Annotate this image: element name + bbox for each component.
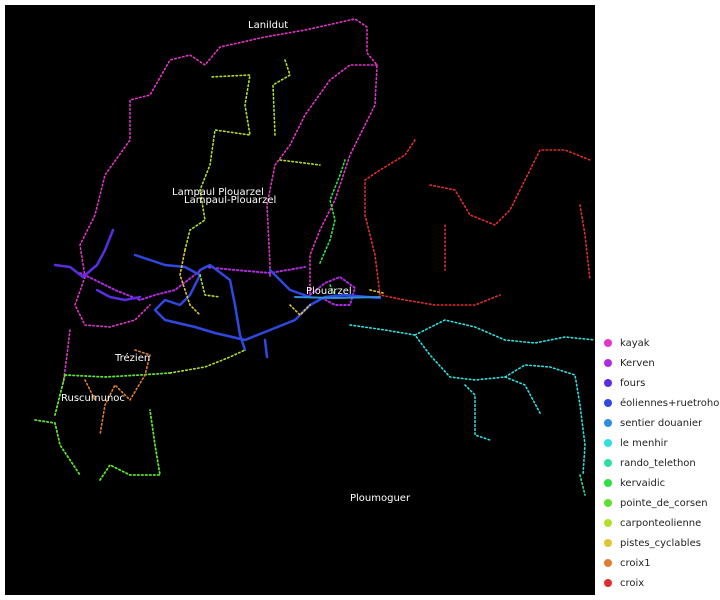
- track-rando-telethon: [579, 474, 586, 496]
- place-label: Ploumoguer: [350, 493, 411, 504]
- track-segment: [74, 276, 151, 328]
- place-label: Lampaul-Plouarzel: [184, 195, 277, 206]
- legend-item[interactable]: carponteolienne: [604, 513, 720, 533]
- legend-item[interactable]: sentier douanier: [604, 413, 720, 433]
- track-le-menhir: [349, 319, 595, 476]
- track-segment: [95, 288, 142, 302]
- track-fours: [53, 228, 142, 302]
- track-segment: [99, 349, 151, 436]
- legend-item[interactable]: croix1: [604, 553, 720, 573]
- legend-item[interactable]: éoliennes+ruetrohoa: [604, 393, 720, 413]
- track-segment: [79, 266, 306, 301]
- legend-marker-icon: [604, 539, 612, 547]
- track-segment: [319, 159, 346, 264]
- track-segment: [504, 376, 541, 414]
- track-segment: [199, 274, 221, 298]
- legend-marker-icon: [604, 339, 612, 347]
- track-segment: [329, 284, 336, 296]
- place-label: Lampaul Plouarzel: [172, 187, 264, 198]
- track-segment: [184, 74, 251, 251]
- track-segment: [429, 149, 591, 226]
- track-segment: [53, 228, 115, 279]
- legend-marker-icon: [604, 519, 612, 527]
- legend-marker-icon: [604, 579, 612, 587]
- track-segment: [34, 419, 81, 476]
- legend-marker-icon: [604, 399, 612, 407]
- track-segment: [198, 263, 247, 352]
- track-segment: [266, 64, 378, 278]
- place-label: Plouarzel: [306, 286, 352, 297]
- track-segment: [169, 349, 246, 374]
- legend-item[interactable]: kayak: [604, 333, 720, 353]
- legend-item[interactable]: Kerven: [604, 353, 720, 373]
- track-segment: [272, 59, 291, 136]
- legend-item[interactable]: le menhir: [604, 433, 720, 453]
- legend-item[interactable]: pointe_de_corsen: [604, 493, 720, 513]
- track-segment: [289, 304, 311, 316]
- track-kervaidic: [319, 159, 346, 296]
- legend-marker-icon: [604, 459, 612, 467]
- legend-marker-icon: [604, 499, 612, 507]
- track-sentier-douanier: [294, 296, 381, 299]
- track-carponteolienne: [169, 59, 321, 374]
- track-segment: [99, 409, 161, 481]
- track-segment: [364, 139, 501, 306]
- track-segment: [279, 159, 321, 166]
- track-segment: [414, 319, 595, 344]
- legend-marker-icon: [604, 419, 612, 427]
- track-segment: [84, 379, 96, 401]
- track-segment: [179, 249, 201, 316]
- place-label: Ruscumunoc: [61, 393, 125, 404]
- track-segment: [64, 372, 171, 378]
- track-kerven: [79, 266, 356, 306]
- legend-marker-icon: [604, 359, 612, 367]
- legend-marker-icon: [604, 439, 612, 447]
- place-label: Lanildut: [248, 20, 289, 31]
- legend-marker-icon: [604, 479, 612, 487]
- legend-item[interactable]: pistes_cyclables: [604, 533, 720, 553]
- map-canvas[interactable]: Lanildut Lampaul Plouarzel Lampaul-Ploua…: [5, 5, 595, 595]
- track-pistes-cyclables: [179, 249, 384, 316]
- track-segment: [133, 253, 382, 342]
- legend-marker-icon: [604, 559, 612, 567]
- legend-marker-icon: [604, 379, 612, 387]
- track-segment: [54, 374, 66, 416]
- track-segment: [294, 296, 381, 299]
- legend-item[interactable]: kervaidic: [604, 473, 720, 493]
- track-segment: [309, 276, 356, 306]
- track-segment: [349, 324, 586, 476]
- place-label: Trézien: [115, 353, 151, 364]
- track-segment: [268, 268, 312, 299]
- track-segment: [263, 338, 269, 359]
- legend-item[interactable]: rando_telethon: [604, 453, 720, 473]
- track-pointe-de-corsen: [34, 372, 171, 481]
- track-croix1: [84, 349, 151, 436]
- tracks-layer: [34, 18, 595, 496]
- track-segment: [579, 474, 586, 496]
- track-segment: [79, 18, 378, 296]
- legend-item[interactable]: fours: [604, 373, 720, 393]
- track-segment: [464, 384, 491, 441]
- legend-item[interactable]: croix: [604, 573, 720, 593]
- track-croix: [364, 139, 591, 306]
- track-segment: [369, 289, 384, 294]
- legend: kayak Kerven fours éoliennes+ruetrohoa s…: [604, 333, 720, 593]
- track--oliennes-ruetrohoa: [133, 253, 382, 359]
- track-segment: [579, 204, 591, 281]
